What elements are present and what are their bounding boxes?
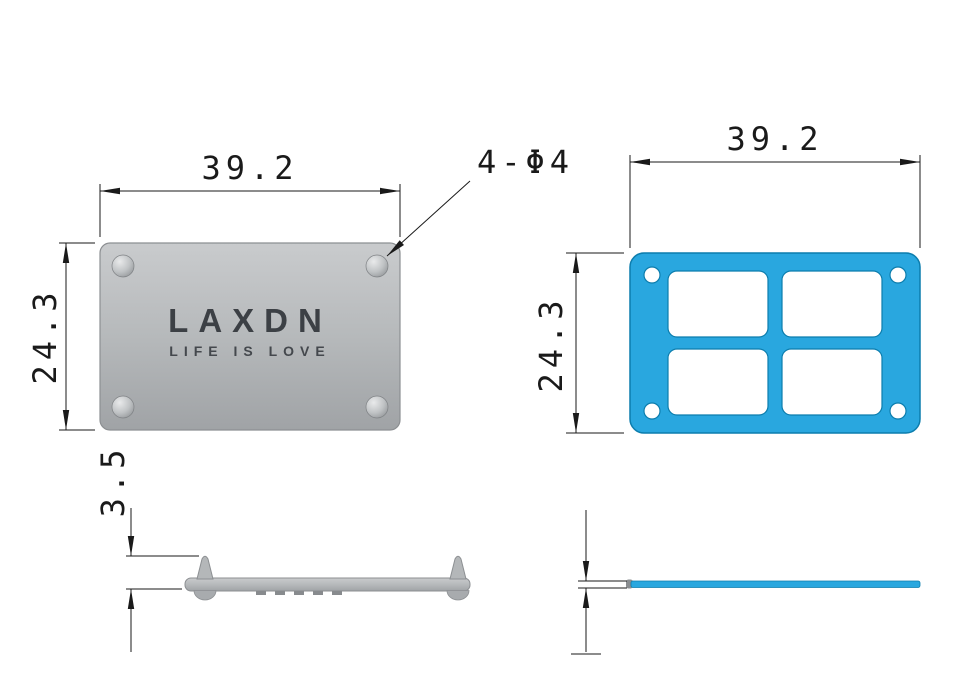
- rivet-dome-bottom-right: [365, 395, 389, 419]
- gasket-edge: [630, 580, 921, 588]
- leader-line: [386, 180, 471, 257]
- gasket-thickness-dimension: [571, 510, 627, 655]
- pin-left: [196, 555, 214, 580]
- side-plate-body: [184, 577, 471, 592]
- screw-hole-bottom-right: [889, 402, 907, 420]
- engraving-mark: [332, 591, 342, 595]
- back-view: [629, 252, 921, 434]
- window-top-right: [781, 270, 883, 338]
- hole-callout-text: 4-Φ4: [477, 143, 574, 181]
- rivet-dome-top-right: [365, 254, 389, 278]
- pin-right: [449, 555, 467, 580]
- hole-callout: 4-Φ4: [386, 143, 574, 257]
- rivet-dome-bottom-left: [111, 395, 135, 419]
- dimension-value: 39.2: [726, 120, 823, 158]
- window-bottom-left: [667, 348, 769, 416]
- brand-tagline-text: LIFE IS LOVE: [169, 343, 330, 359]
- rivet-dome-top-left: [111, 254, 135, 278]
- engraving-mark: [275, 591, 285, 595]
- window-top-left: [667, 270, 769, 338]
- screw-hole-top-left: [643, 266, 661, 284]
- engraving-mark: [256, 591, 266, 595]
- brand-logo-text: LAXDN: [168, 302, 332, 339]
- dome-under-left: [193, 590, 217, 601]
- front-height-dimension: 24.3: [26, 242, 95, 431]
- side-height-dimension: 3.5: [94, 445, 199, 652]
- screw-hole-top-right: [889, 266, 907, 284]
- side-front-view: [184, 555, 471, 601]
- dome-under-right: [446, 590, 470, 601]
- back-height-dimension: 24.3: [532, 252, 624, 434]
- dimension-value: 39.2: [201, 149, 298, 187]
- screw-hole-bottom-left: [643, 402, 661, 420]
- dimension-value: 3.5: [94, 445, 132, 518]
- window-bottom-right: [781, 348, 883, 416]
- engraving-mark: [294, 591, 304, 595]
- side-back-view: [626, 579, 921, 589]
- front-width-dimension: 39.2: [99, 149, 401, 237]
- dimension-value: 24.3: [532, 295, 570, 392]
- back-width-dimension: 39.2: [629, 120, 921, 248]
- plate-body: [99, 242, 401, 431]
- dimension-value: 24.3: [26, 287, 64, 384]
- front-view: LAXDN LIFE IS LOVE: [99, 242, 401, 431]
- engraving-mark: [313, 591, 323, 595]
